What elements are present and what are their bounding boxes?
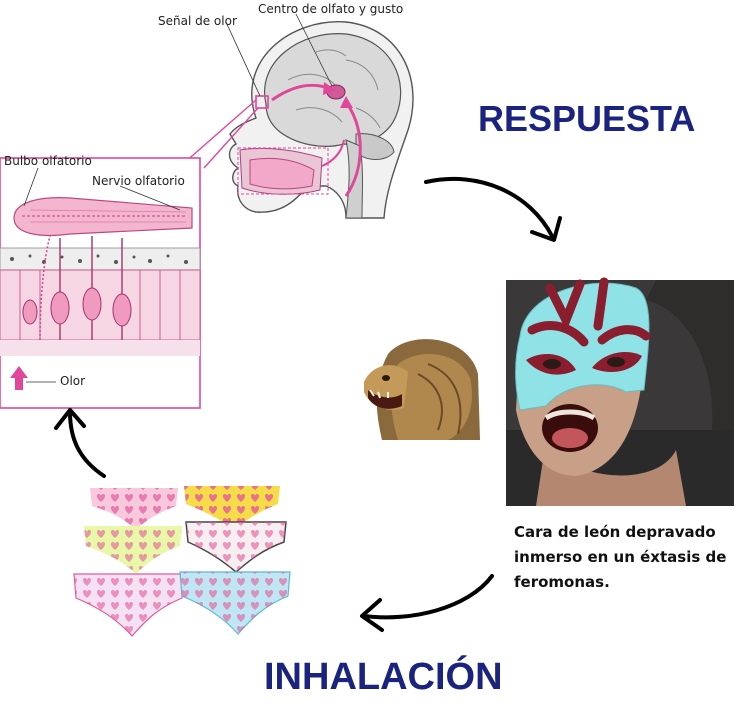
label-senal-olor: Señal de olor (158, 14, 237, 28)
olfactory-epithelium-illustration (0, 157, 201, 409)
label-centro-olfato: Centro de olfato y gusto (258, 2, 404, 16)
caption-line-3: feromonas. (514, 573, 610, 591)
underwear-photo (66, 480, 292, 654)
arrow-to-inhalation (360, 574, 494, 632)
inhalacion-title: INHALACIÓN (264, 656, 503, 698)
label-olor: Olor (60, 374, 86, 388)
lion-photo (358, 334, 480, 440)
masked-face-photo (506, 277, 734, 506)
respuesta-title: RESPUESTA (478, 98, 696, 139)
caption-line-1: Cara de león depravado (514, 523, 716, 541)
caption-line-2: inmerso en un éxtasis de (514, 548, 727, 566)
arrow-to-nose (54, 408, 106, 478)
label-nervio-olfatorio: Nervio olfatorio (92, 174, 185, 188)
caption: Cara de león depravado inmerso en un éxt… (514, 520, 726, 595)
arrow-to-response (424, 176, 562, 242)
head-brain-illustration (175, 13, 414, 219)
label-bulbo-olfatorio: Bulbo olfatorio (4, 154, 92, 168)
